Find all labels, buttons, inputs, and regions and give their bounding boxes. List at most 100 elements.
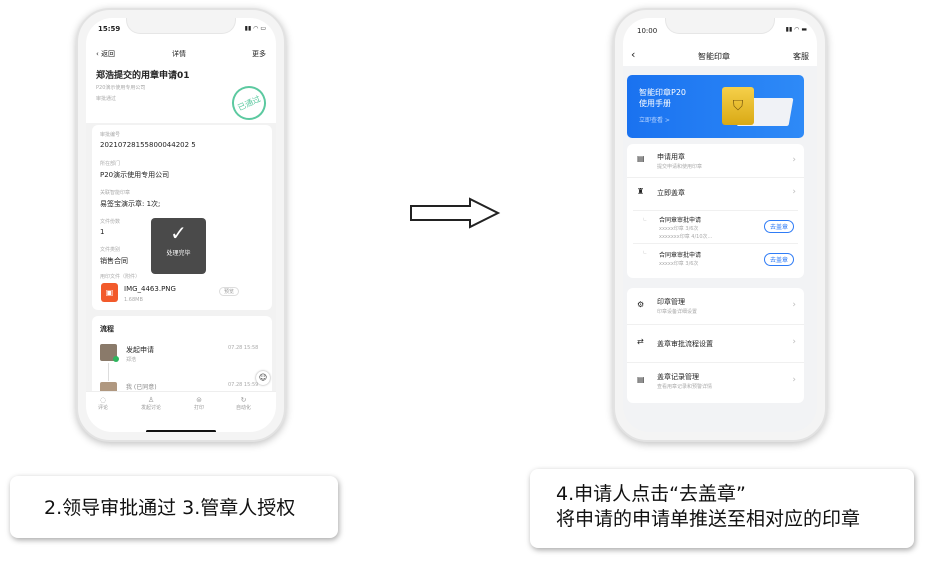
request-line: xxxxx印章 3/6次 — [659, 261, 699, 267]
flow-title: 流程 — [100, 325, 114, 333]
support-float-button[interactable]: ☺ — [256, 371, 270, 385]
banner-link[interactable]: 立即查看 > — [639, 117, 670, 124]
chevron-right-icon: › — [792, 337, 796, 347]
page-title: 智能印章 — [698, 52, 730, 61]
left-screen: 15:59 ▮▮ ◠ ▭ ‹ 返回 详情 更多 郑浩提交的用章申请01 P20演… — [86, 18, 276, 432]
request-item: ∟ 合同章审批申请 xxxxx印章 3/6次 xxxxxxx印章 4/10次..… — [633, 210, 798, 244]
tab-label: 发起讨论 — [141, 405, 162, 411]
avatar — [100, 344, 117, 361]
chevron-left-icon: ‹ — [96, 50, 102, 58]
right-arrow-icon — [410, 197, 501, 229]
bottom-tab-bar: ◌评论 ♙发起讨论 ⊜打印 ↻自动化 — [86, 391, 276, 432]
menu-title: 盖章审批流程设置 — [657, 340, 713, 348]
stamp-icon: ♜ — [637, 187, 645, 196]
field-value: 销售合同 — [100, 257, 128, 265]
right-caption-line2: 将申请的申请单推送至相对应的印章 — [556, 508, 861, 530]
field-value: 易签宝演示章: 1次; — [100, 200, 161, 208]
go-stamp-button[interactable]: 去盖章 — [763, 220, 794, 233]
right-caption-line1: 4.申请人点击“去盖章” — [556, 483, 746, 505]
menu-item-apply[interactable]: ▤ 申请用章 提交申请和使用印章 › — [627, 144, 804, 178]
notch — [665, 18, 775, 34]
status-time: 15:59 — [98, 25, 121, 33]
request-line: xxxxxxx印章 4/10次... — [659, 234, 713, 240]
right-caption: 4.申请人点击“去盖章” 将申请的申请单推送至相对应的印章 — [530, 469, 914, 548]
company: P20演示使用专用公司 — [96, 85, 146, 91]
tab-label: 自动化 — [236, 405, 252, 411]
check-badge-icon — [113, 356, 119, 362]
chevron-right-icon: › — [792, 300, 796, 310]
manual-banner[interactable]: 智能印章P20 使用手册 立即查看 > ⛉ — [627, 75, 804, 138]
seal-icon: ⛉ — [722, 87, 754, 125]
flow-step-time: 07.28 15:59 — [228, 382, 259, 388]
image-file-icon: ▣ — [101, 283, 118, 302]
flow-step-time: 07.28 15:58 — [228, 345, 259, 351]
print-icon: ⊜ — [196, 396, 202, 404]
stamp-text: 已通过 — [236, 93, 262, 113]
menu-item-approval-flow[interactable]: ⇄ 盖章审批流程设置 › — [627, 325, 804, 363]
menu-sub: 提交申请和使用印章 — [657, 164, 703, 170]
comment-icon: ◌ — [99, 396, 107, 404]
menu-title: 盖章记录管理 — [657, 373, 699, 381]
back-button[interactable]: ‹ — [631, 48, 636, 61]
menu-title: 申请用章 — [657, 153, 685, 161]
record-icon: ▤ — [637, 375, 645, 384]
back-button[interactable]: ‹ 返回 — [96, 49, 115, 59]
flow-icon: ⇄ — [637, 337, 644, 346]
person-icon: ♙ — [147, 396, 155, 404]
request-item: ∟ 合同章审批申请 xxxxx印章 3/6次 去盖章 — [633, 244, 798, 274]
menu-sub: 查看用章记录和预警详情 — [657, 384, 713, 390]
menu-title: 印章管理 — [657, 298, 685, 306]
attachment-size: 1.68MB — [124, 297, 143, 303]
tab-discuss[interactable]: ♙发起讨论 — [141, 396, 161, 411]
right-phone: 10:00 ▮▮ ◠ ▬ ‹ 智能印章 客服 智能印章P20 使用手册 立即查看… — [613, 8, 827, 442]
request-title: 合同章审批申请 — [659, 252, 702, 259]
field-value: 1 — [100, 228, 105, 236]
go-stamp-button[interactable]: 去盖章 — [763, 253, 794, 266]
left-caption-text: 2.领导审批通过 3.管章人授权 — [44, 497, 296, 519]
attachment-name[interactable]: IMG_4463.PNG — [124, 285, 176, 293]
chevron-right-icon: › — [792, 187, 796, 197]
document-icon: ▤ — [637, 154, 645, 163]
left-phone: 15:59 ▮▮ ◠ ▭ ‹ 返回 详情 更多 郑浩提交的用章申请01 P20演… — [76, 8, 286, 442]
request-title: 郑浩提交的用章申请01 — [96, 71, 190, 81]
request-line: xxxxx印章 3/6次 — [659, 226, 699, 232]
status-text: 审批通过 — [96, 96, 117, 102]
field-label: 文件份数 — [100, 219, 121, 225]
home-indicator — [146, 430, 216, 432]
status-icons: ▮▮ ◠ ▬ — [785, 26, 807, 33]
tab-print[interactable]: ⊜打印 — [194, 396, 204, 411]
settings-menu-card: ⚙ 印章管理 印章设备详细设置 › ⇄ 盖章审批流程设置 › ▤ 盖章记录管理 … — [627, 288, 804, 403]
field-value: 20210728155800044202 5 — [100, 141, 196, 149]
flow-step-title: 发起申请 — [126, 346, 154, 354]
back-label: 返回 — [101, 50, 116, 58]
preview-button[interactable]: 预览 — [219, 287, 240, 296]
tab-comment[interactable]: ◌评论 — [98, 396, 108, 411]
status-icons: ▮▮ ◠ ▭ — [244, 25, 266, 32]
customer-service-button[interactable]: 客服 — [793, 52, 809, 61]
refresh-icon: ↻ — [240, 396, 247, 404]
menu-item-seal-management[interactable]: ⚙ 印章管理 印章设备详细设置 › — [627, 288, 804, 325]
tab-label: 评论 — [98, 405, 109, 411]
chevron-right-icon: › — [792, 155, 796, 165]
gear-icon: ⚙ — [637, 300, 645, 309]
field-value: P20演示使用专用公司 — [100, 171, 170, 179]
attachment-label: 用印文件（附件） — [100, 274, 141, 280]
more-button[interactable]: 更多 — [252, 50, 266, 58]
right-screen: 10:00 ▮▮ ◠ ▬ ‹ 智能印章 客服 智能印章P20 使用手册 立即查看… — [623, 18, 817, 432]
tab-automation[interactable]: ↻自动化 — [236, 396, 251, 411]
toast-text: 处理完毕 — [166, 250, 191, 257]
request-title: 合同章审批申请 — [659, 217, 702, 224]
menu-sub: 印章设备详细设置 — [657, 309, 698, 315]
banner-title: 智能印章P20 — [639, 88, 687, 97]
field-label: 关联智能印章 — [100, 190, 131, 196]
menu-item-records[interactable]: ▤ 盖章记录管理 查看用章记录和预警详情 › — [627, 363, 804, 401]
field-label: 所在部门 — [100, 161, 121, 167]
success-toast: ✓ 处理完毕 — [151, 218, 206, 274]
field-label: 审批编号 — [100, 132, 121, 138]
menu-item-stamp-now[interactable]: ♜ 立即盖章 › — [627, 178, 804, 208]
details-card: 审批编号 20210728155800044202 5 所在部门 P20演示使用… — [92, 125, 272, 310]
stamp-menu-card: ▤ 申请用章 提交申请和使用印章 › ♜ 立即盖章 › ∟ 合同章审批申请 xx… — [627, 144, 804, 278]
notch — [126, 18, 236, 34]
flow-step-title: 我 (已同意) — [126, 384, 157, 391]
menu-title: 立即盖章 — [657, 189, 685, 197]
